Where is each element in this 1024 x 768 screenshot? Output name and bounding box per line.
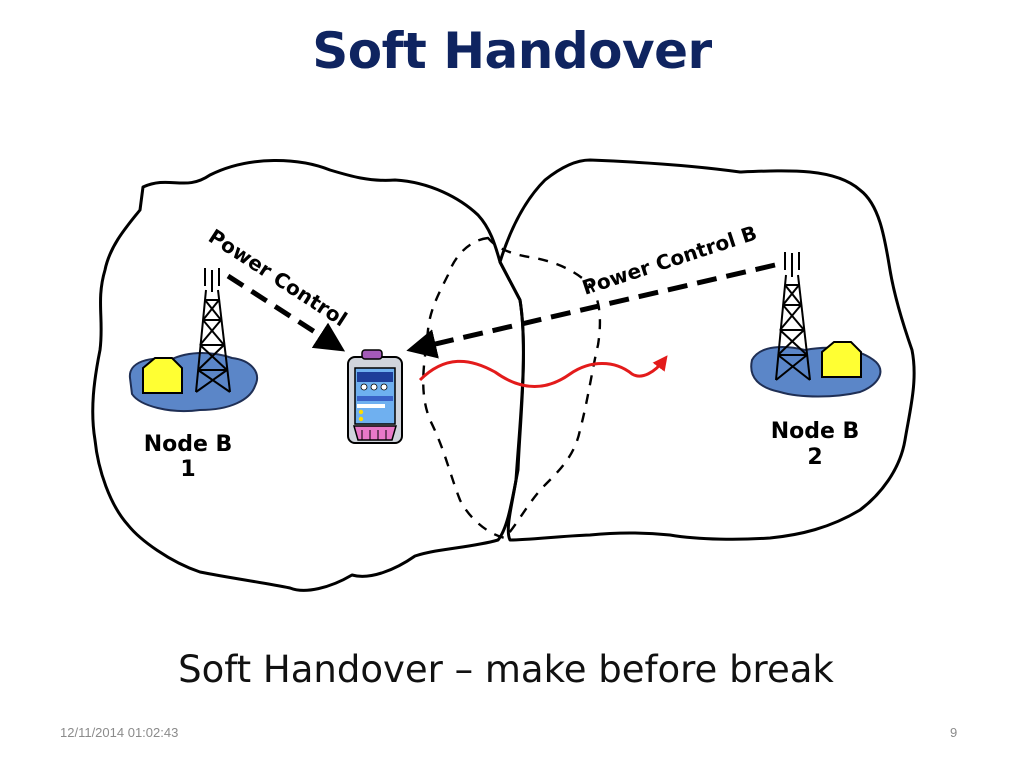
cell-coverage-area-2 <box>498 158 916 542</box>
cell-tower-icon <box>195 268 231 393</box>
node-b1: Node B 1 <box>128 268 258 482</box>
node-b1-label: Node B <box>144 432 233 457</box>
node-b2: Node B 2 <box>750 252 882 470</box>
mobile-phone-icon <box>347 349 403 444</box>
cell-tower-icon <box>775 252 811 381</box>
cell-coverage-area-1 <box>91 159 525 592</box>
footer-date: 12/11/2014 01:02:43 <box>60 725 179 740</box>
node-b1-number: 1 <box>180 457 195 482</box>
node-b2-number: 2 <box>807 445 822 470</box>
movement-arrow <box>418 355 668 388</box>
slide-caption: Soft Handover – make before break <box>178 648 834 691</box>
building-icon <box>142 357 183 394</box>
slide-title: Soft Handover <box>312 22 712 80</box>
power-control-arrow-a <box>226 273 346 352</box>
node-b2-label: Node B <box>771 419 860 444</box>
page-number: 9 <box>950 725 958 740</box>
power-control-a-label: Power Control <box>204 224 351 331</box>
power-control-arrow-b <box>406 262 776 359</box>
building-icon <box>821 341 862 378</box>
